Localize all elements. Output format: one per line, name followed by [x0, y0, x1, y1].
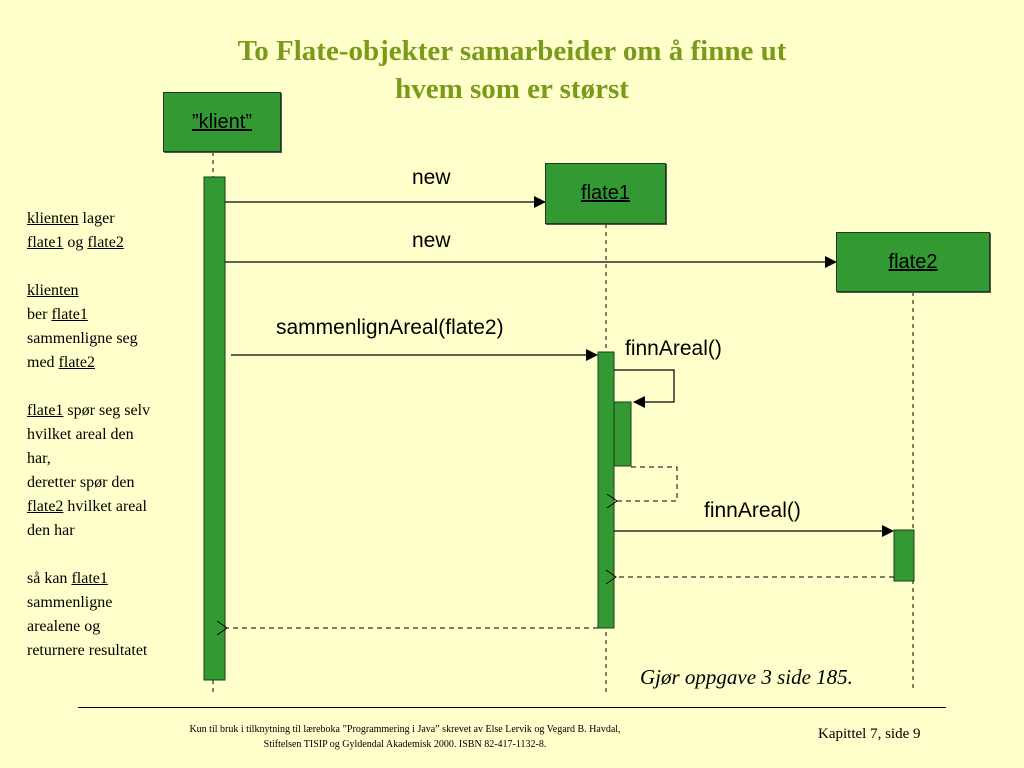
note-object-ref: flate1	[71, 570, 108, 587]
note-text: har,	[27, 450, 51, 467]
footer-divider	[78, 707, 946, 708]
note-object-ref: klienten	[27, 282, 79, 299]
note-object-ref: flate1	[27, 402, 64, 419]
note-text: hvilket areal	[63, 498, 147, 515]
note-paragraph: klienten lager flate1 og flate2	[27, 207, 197, 255]
return-finn-self	[617, 466, 678, 501]
note-text: og	[63, 234, 88, 251]
activation-flate1-self	[613, 401, 632, 467]
arrow-finn-self	[614, 369, 675, 408]
note-object-ref: flate1	[27, 234, 64, 251]
note-text: returnere resultatet	[27, 642, 148, 659]
message-compare: sammenlignAreal(flate2)	[276, 316, 504, 339]
note-text: arealene og	[27, 618, 101, 635]
note-object-ref: flate2	[58, 354, 95, 371]
footer-credit-line-1: Kun til bruk i tilknytning til læreboka …	[189, 724, 621, 735]
note-text: lager	[78, 210, 115, 227]
note-text: med	[27, 354, 59, 371]
title-line-2: hvem som er størst	[395, 73, 629, 105]
explanation-notes: klienten lager flate1 og flate2 klienten be…	[27, 207, 197, 687]
note-text: den har	[27, 522, 75, 539]
note-text: sammenligne	[27, 594, 113, 611]
activation-klient	[203, 176, 226, 681]
note-text: hvilket areal den	[27, 426, 134, 443]
exercise-text: Gjør oppgave 3 side 185.	[640, 665, 853, 689]
object-klient-label: ”klient”	[191, 110, 252, 133]
note-text: ber	[27, 306, 52, 323]
object-flate2: flate2	[836, 232, 990, 292]
note-text: så kan	[27, 570, 72, 587]
note-object-ref: flate2	[27, 498, 64, 515]
activation-flate1	[597, 351, 615, 629]
object-klient: ”klient”	[163, 92, 281, 152]
note-paragraph: flate1 spør seg selv hvilket areal den har…	[27, 399, 197, 543]
note-object-ref: flate2	[87, 234, 124, 251]
title-line-1: To Flate-objekter samarbeider om å finne…	[237, 35, 787, 67]
note-text: spør seg selv	[63, 402, 151, 419]
message-finn-self: finnAreal()	[625, 337, 722, 360]
note-text: deretter spør den	[27, 474, 135, 491]
activation-flate2	[893, 529, 915, 582]
note-object-ref: klienten	[27, 210, 79, 227]
footer-credit-line-2: Stiftelsen TISIP og Gyldendal Akademisk …	[263, 739, 547, 750]
note-object-ref: flate1	[51, 306, 88, 323]
object-flate1: flate1	[545, 163, 666, 224]
page-title: To Flate-objekter samarbeider om å finne…	[0, 32, 1024, 108]
note-paragraph: klienten ber flate1 sammenligne seg med fla…	[27, 279, 197, 375]
note-text: sammenligne seg	[27, 330, 138, 347]
page-number: Kapittel 7, side 9	[818, 726, 921, 742]
message-finn-other: finnAreal()	[704, 499, 801, 522]
footer-credit: Kun til bruk i tilknytning til læreboka …	[150, 722, 660, 752]
object-flate1-label: flate1	[581, 182, 630, 204]
message-new-2: new	[412, 229, 451, 252]
object-flate2-label: flate2	[888, 250, 938, 273]
message-new-1: new	[412, 166, 451, 189]
note-paragraph: så kan flate1 sammenligne arealene og retur…	[27, 567, 197, 663]
